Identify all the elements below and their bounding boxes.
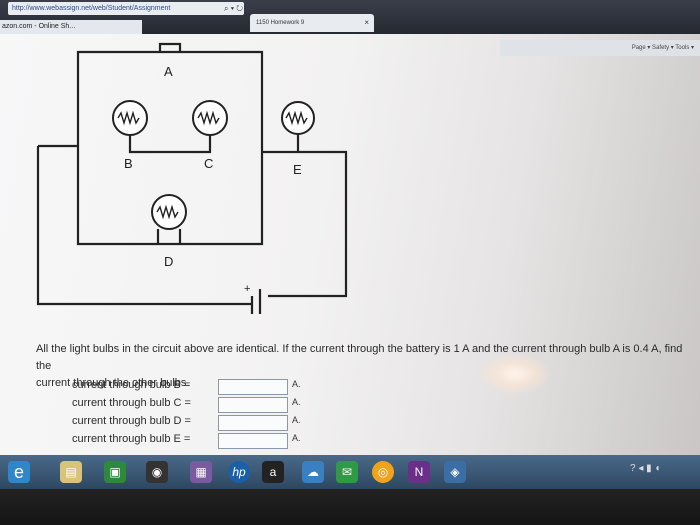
- assignment-page: Page ▾ Safety ▾ Tools ▾: [0, 34, 700, 459]
- question-line-1: All the light bulbs in the circuit above…: [36, 343, 683, 372]
- weather-icon[interactable]: ☁: [302, 461, 324, 483]
- answer-input-c[interactable]: [218, 397, 288, 413]
- battery-plus: +: [244, 283, 250, 295]
- answer-input-e[interactable]: [218, 433, 288, 449]
- hp-icon[interactable]: hp: [228, 461, 250, 483]
- favorite-amazon[interactable]: azon.com - Online Sh...: [0, 20, 142, 34]
- close-icon[interactable]: ×: [364, 18, 369, 27]
- label-b: B: [124, 156, 133, 171]
- ie-icon[interactable]: e: [8, 461, 30, 483]
- tab-title: 1150 Homework 9: [256, 20, 305, 26]
- answer-row-b: current through bulb B = A.: [72, 379, 301, 395]
- folder-icon[interactable]: ▤: [60, 461, 82, 483]
- question-text: All the light bulbs in the circuit above…: [36, 341, 696, 392]
- answer-row-e: current through bulb E = A.: [72, 433, 301, 449]
- unit-d: A.: [292, 415, 301, 425]
- label-a: A: [164, 64, 173, 79]
- system-tray[interactable]: ? ◂ ▮ ◖: [630, 463, 661, 474]
- label-c: C: [204, 156, 213, 171]
- answer-input-d[interactable]: [218, 415, 288, 431]
- windows-taskbar: e ▤ ▣ ◉ ▦ hp a ☁ ✉ ◎ N ◈ ? ◂ ▮ ◖: [0, 455, 700, 489]
- label-e: E: [293, 162, 302, 177]
- circuit-diagram: A B C D E +: [36, 42, 348, 314]
- unit-e: A.: [292, 433, 301, 443]
- app-icon[interactable]: ◈: [444, 461, 466, 483]
- store-icon[interactable]: ▣: [104, 461, 126, 483]
- tab-homework[interactable]: 1150 Homework 9 ×: [250, 14, 374, 32]
- ie-command-bar[interactable]: Page ▾ Safety ▾ Tools ▾: [500, 40, 700, 56]
- answer-label-c: current through bulb C =: [72, 397, 191, 409]
- messenger-icon[interactable]: ✉: [336, 461, 358, 483]
- search-refresh-icons[interactable]: ⌕ ▾ ↻: [224, 4, 244, 13]
- label-d: D: [164, 254, 173, 269]
- screen-glare: [480, 354, 550, 394]
- unit-b: A.: [292, 379, 301, 389]
- answer-input-b[interactable]: [218, 379, 288, 395]
- answer-label-b: current through bulb B =: [72, 379, 191, 391]
- address-bar[interactable]: http://www.webassign.net/web/Student/Ass…: [8, 2, 244, 15]
- media-icon[interactable]: ◉: [146, 461, 168, 483]
- laptop-bezel: [0, 489, 700, 525]
- answer-label-e: current through bulb E =: [72, 433, 191, 445]
- unit-c: A.: [292, 397, 301, 407]
- onenote-icon[interactable]: N: [408, 461, 430, 483]
- amazon-icon[interactable]: a: [262, 461, 284, 483]
- answer-row-d: current through bulb D = A.: [72, 415, 301, 431]
- chrome-icon[interactable]: ◎: [372, 461, 394, 483]
- question-line-2: current through the other bulbs.: [36, 377, 190, 389]
- answer-label-d: current through bulb D =: [72, 415, 191, 427]
- browser-chrome: http://www.webassign.net/web/Student/Ass…: [0, 0, 700, 40]
- answer-row-c: current through bulb C = A.: [72, 397, 301, 413]
- photos-icon[interactable]: ▦: [190, 461, 212, 483]
